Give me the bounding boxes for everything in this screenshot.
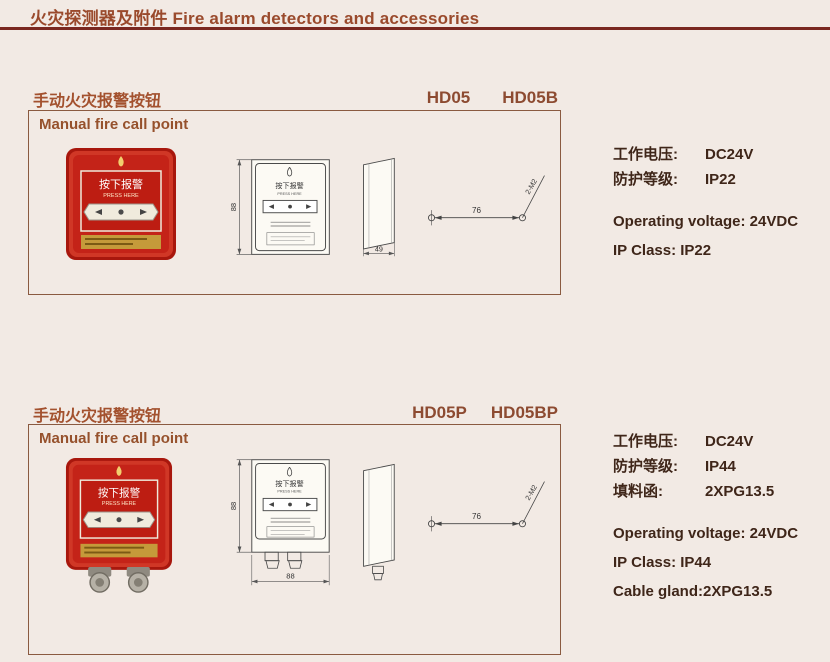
spec-value: DC24V — [705, 433, 754, 450]
dim-width: 88 — [286, 572, 294, 581]
section2-title-cn: 手动火灾报警按钮 — [33, 408, 162, 425]
section2-models: HD05P HD05BP — [412, 403, 558, 423]
section1-product-box: Manual fire call point 按下报警 PRESS HERE 按… — [28, 110, 561, 295]
page-title: 火灾探测器及附件 Fire alarm detectors and access… — [30, 9, 480, 28]
dim-height: 88 — [229, 203, 238, 211]
spec-label: 防护等级: — [613, 458, 678, 475]
model-number: HD05 — [426, 88, 471, 107]
model-number: HD05P — [412, 403, 467, 422]
model-number: HD05BP — [490, 403, 558, 422]
spec-line-en: IP Class: IP22 — [613, 242, 712, 259]
spec-line-en: Operating voltage: 24VDC — [613, 213, 799, 230]
spec-value: 2XPG13.5 — [705, 483, 775, 500]
spec-row: 工作电压: DC24V — [613, 142, 829, 167]
spec-row: 防护等级: IP22 — [613, 167, 829, 192]
cable-gland-drawing — [264, 551, 279, 562]
drawing-label-en: PRESS HERE — [277, 490, 302, 494]
device-label-cn: 按下报警 — [99, 177, 143, 191]
dim-hole-spec: 2-M2 — [524, 178, 539, 196]
drawing-label-cn: 按下报警 — [275, 181, 303, 190]
section1-specs: 工作电压: DC24V 防护等级: IP22 Operating voltage… — [613, 142, 829, 265]
cable-gland-drawing — [372, 565, 384, 574]
flame-icon — [116, 465, 122, 476]
call-point-photo: 按下报警 PRESS HERE — [66, 148, 176, 260]
mounting-diagram: 76 2-M2 — [428, 481, 545, 532]
spec-line-en: Cable gland:2XPG13.5 — [613, 583, 773, 600]
cable-gland-drawing — [287, 551, 302, 562]
spec-label: 填料函: — [613, 483, 663, 500]
flame-icon — [286, 467, 293, 477]
mounting-diagram: 76 2-M2 — [428, 175, 545, 226]
side-view-drawing-glanded — [363, 463, 395, 581]
section2-specs: 工作电压: DC24V 防护等级: IP44 填料函: 2XPG13.5 Ope… — [613, 429, 829, 606]
section1-specs-en: Operating voltage: 24VDC IP Class: IP22 — [613, 207, 829, 265]
side-view-drawing: 49 — [363, 157, 395, 257]
spec-row: 工作电压: DC24V — [613, 429, 829, 454]
section1-product-name-en: Manual fire call point — [39, 116, 189, 133]
spec-label: 工作电压: — [613, 146, 678, 163]
dim-hole-spec: 2-M2 — [524, 484, 539, 502]
dim-hole-spacing: 76 — [472, 206, 482, 215]
section1-title-cn: 手动火灾报警按钮 — [33, 93, 162, 110]
device-label-en: PRESS HERE — [103, 193, 139, 199]
front-view-drawing-glanded: 按下报警 PRESS HERE 88 88 — [229, 459, 330, 586]
flame-icon — [286, 167, 293, 177]
flame-icon — [118, 156, 124, 167]
header-rule — [0, 27, 830, 30]
model-number: HD05B — [502, 88, 558, 107]
front-view-drawing: 按下报警 PRESS HERE 88 — [229, 159, 330, 255]
spec-line-en: IP Class: IP44 — [613, 554, 712, 571]
device-label-en: PRESS HERE — [102, 501, 137, 507]
dim-depth: 49 — [375, 245, 383, 254]
spec-line-en: Operating voltage: 24VDC — [613, 525, 799, 542]
section1-models: HD05 HD05B — [427, 88, 558, 108]
spec-row: 填料函: 2XPG13.5 — [613, 479, 829, 504]
drawing-label-cn: 按下报警 — [275, 479, 303, 488]
section2-product-box: Manual fire call point 按下报警 PRESS HERE — [28, 424, 561, 655]
call-point-photo-glanded: 按下报警 PRESS HERE — [65, 458, 173, 593]
dim-hole-spacing: 76 — [472, 512, 482, 521]
spec-value: IP44 — [705, 458, 736, 475]
spec-value: DC24V — [705, 146, 754, 163]
device-label-cn: 按下报警 — [98, 487, 141, 500]
dim-height: 88 — [229, 502, 238, 510]
spec-row: 防护等级: IP44 — [613, 454, 829, 479]
spec-label: 防护等级: — [613, 171, 678, 188]
drawing-label-en: PRESS HERE — [277, 192, 302, 196]
section2-product-name-en: Manual fire call point — [39, 430, 189, 447]
section2-specs-en: Operating voltage: 24VDC IP Class: IP44 … — [613, 519, 829, 606]
spec-value: IP22 — [705, 171, 736, 188]
spec-label: 工作电压: — [613, 433, 678, 450]
